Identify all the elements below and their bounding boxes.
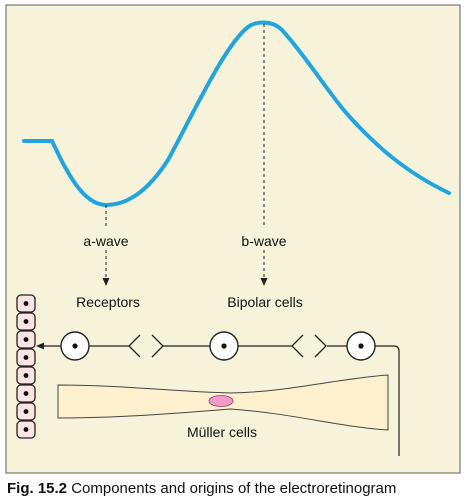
erg-diagram: a-wave b-wave Receptors Bipolar cells xyxy=(5,4,461,474)
a-wave-label: a-wave xyxy=(83,233,128,249)
synapse-left-b xyxy=(151,334,164,358)
receptor-nucleus xyxy=(72,343,78,349)
b-wave-label: b-wave xyxy=(241,233,286,249)
muller-cells-label: Müller cells xyxy=(187,424,257,440)
b-wave-arrowhead xyxy=(260,278,268,286)
chain-arrowhead xyxy=(36,342,44,350)
caption-text: Components and origins of the electroret… xyxy=(71,480,397,497)
muller-nucleus xyxy=(208,395,234,407)
bipolar-nucleus xyxy=(221,343,227,349)
epithelium-nuclei xyxy=(23,301,29,432)
erg-waveform xyxy=(22,20,451,208)
synapse-right-b xyxy=(314,334,327,358)
bipolar-cells-label: Bipolar cells xyxy=(227,294,302,310)
ganglion-nucleus xyxy=(358,343,364,349)
synapse-left-a xyxy=(128,334,141,358)
figure-caption: Fig. 15.2 Components and origins of the … xyxy=(7,480,463,497)
a-wave-arrowhead xyxy=(102,278,110,286)
synapse-right-a xyxy=(291,334,304,358)
figure-number: Fig. 15.2 xyxy=(7,480,68,497)
neural-chain-lines xyxy=(43,345,400,456)
receptors-label: Receptors xyxy=(76,294,140,310)
